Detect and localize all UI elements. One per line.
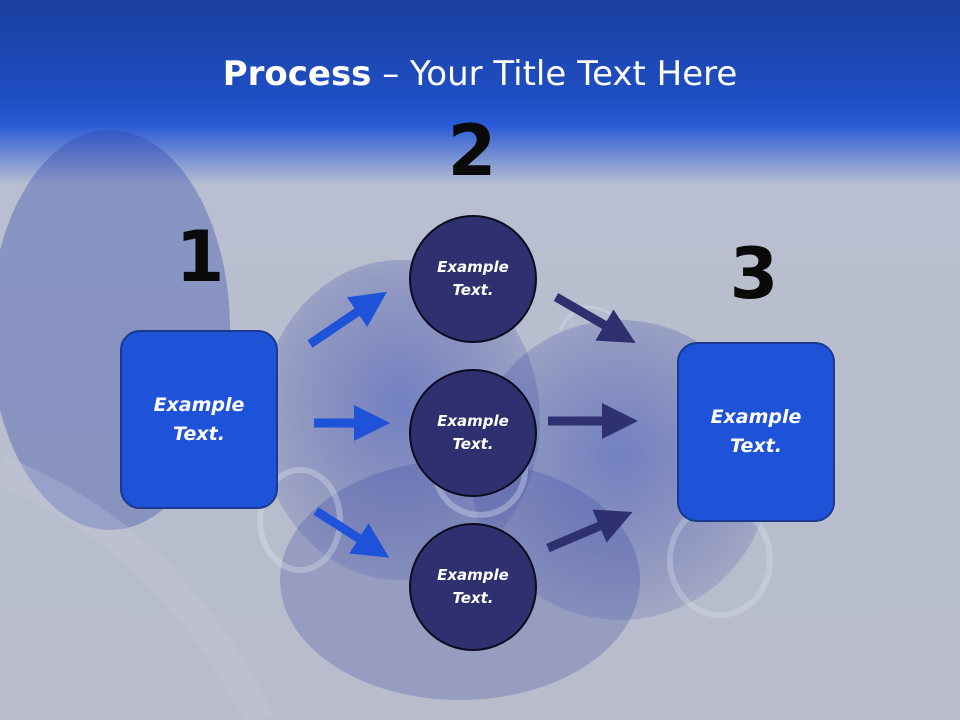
title-bold: Process: [222, 54, 372, 94]
arrow-1-to-top: [307, 291, 387, 348]
step-number-3: 3: [729, 233, 779, 315]
slide-title: Process – Your Title Text Here: [0, 52, 960, 96]
step-number-1: 1: [175, 216, 225, 298]
step-2-circle-middle: Example Text.: [409, 369, 537, 497]
step-number-2: 2: [447, 110, 497, 192]
step-2-circle-top: Example Text.: [409, 215, 537, 343]
arrow-bottom-to-3: [546, 509, 633, 553]
title-rest: – Your Title Text Here: [371, 54, 738, 94]
step-1-box: Example Text.: [120, 330, 278, 509]
arrow-1-to-bottom: [313, 507, 390, 558]
step-3-box: Example Text.: [677, 342, 835, 522]
arrow-top-to-3: [553, 293, 636, 344]
step-2-circle-bottom: Example Text.: [409, 523, 537, 651]
